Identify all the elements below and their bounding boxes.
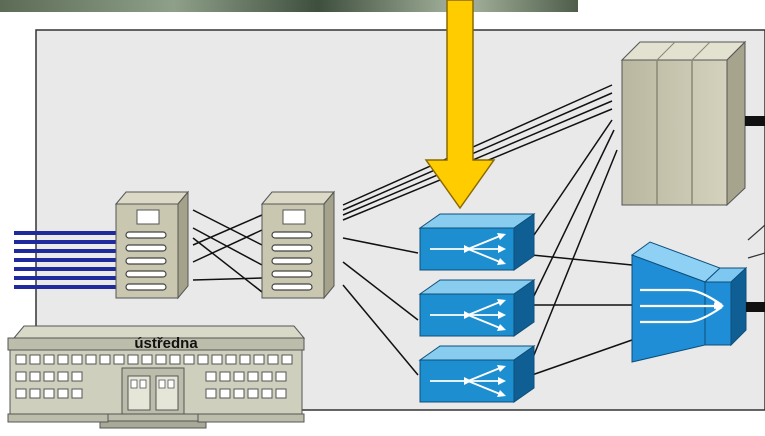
router-uplink (746, 302, 765, 312)
links-frame-to-switches (342, 237, 419, 376)
links-switches-upstream (531, 119, 633, 376)
atm-switch-icon (418, 345, 536, 403)
trunk-link-thin (747, 224, 765, 241)
atm-switch-icon (418, 213, 536, 271)
exchange-cabinet-icon (620, 40, 747, 207)
atm-switch-icon (418, 279, 536, 337)
cross-connections (192, 209, 263, 293)
distribution-frame-icon (114, 190, 190, 300)
distribution-frame-icon (260, 190, 336, 300)
subscriber-lines (14, 231, 116, 289)
building-label: ústředna (134, 335, 198, 352)
exchange-building-icon (7, 325, 306, 429)
trunk-link-top (745, 116, 765, 126)
yellow-down-arrow-icon (424, 0, 496, 210)
photo-strip (0, 0, 578, 12)
router-icon (630, 241, 748, 363)
trunk-link-thin-2 (747, 252, 765, 259)
